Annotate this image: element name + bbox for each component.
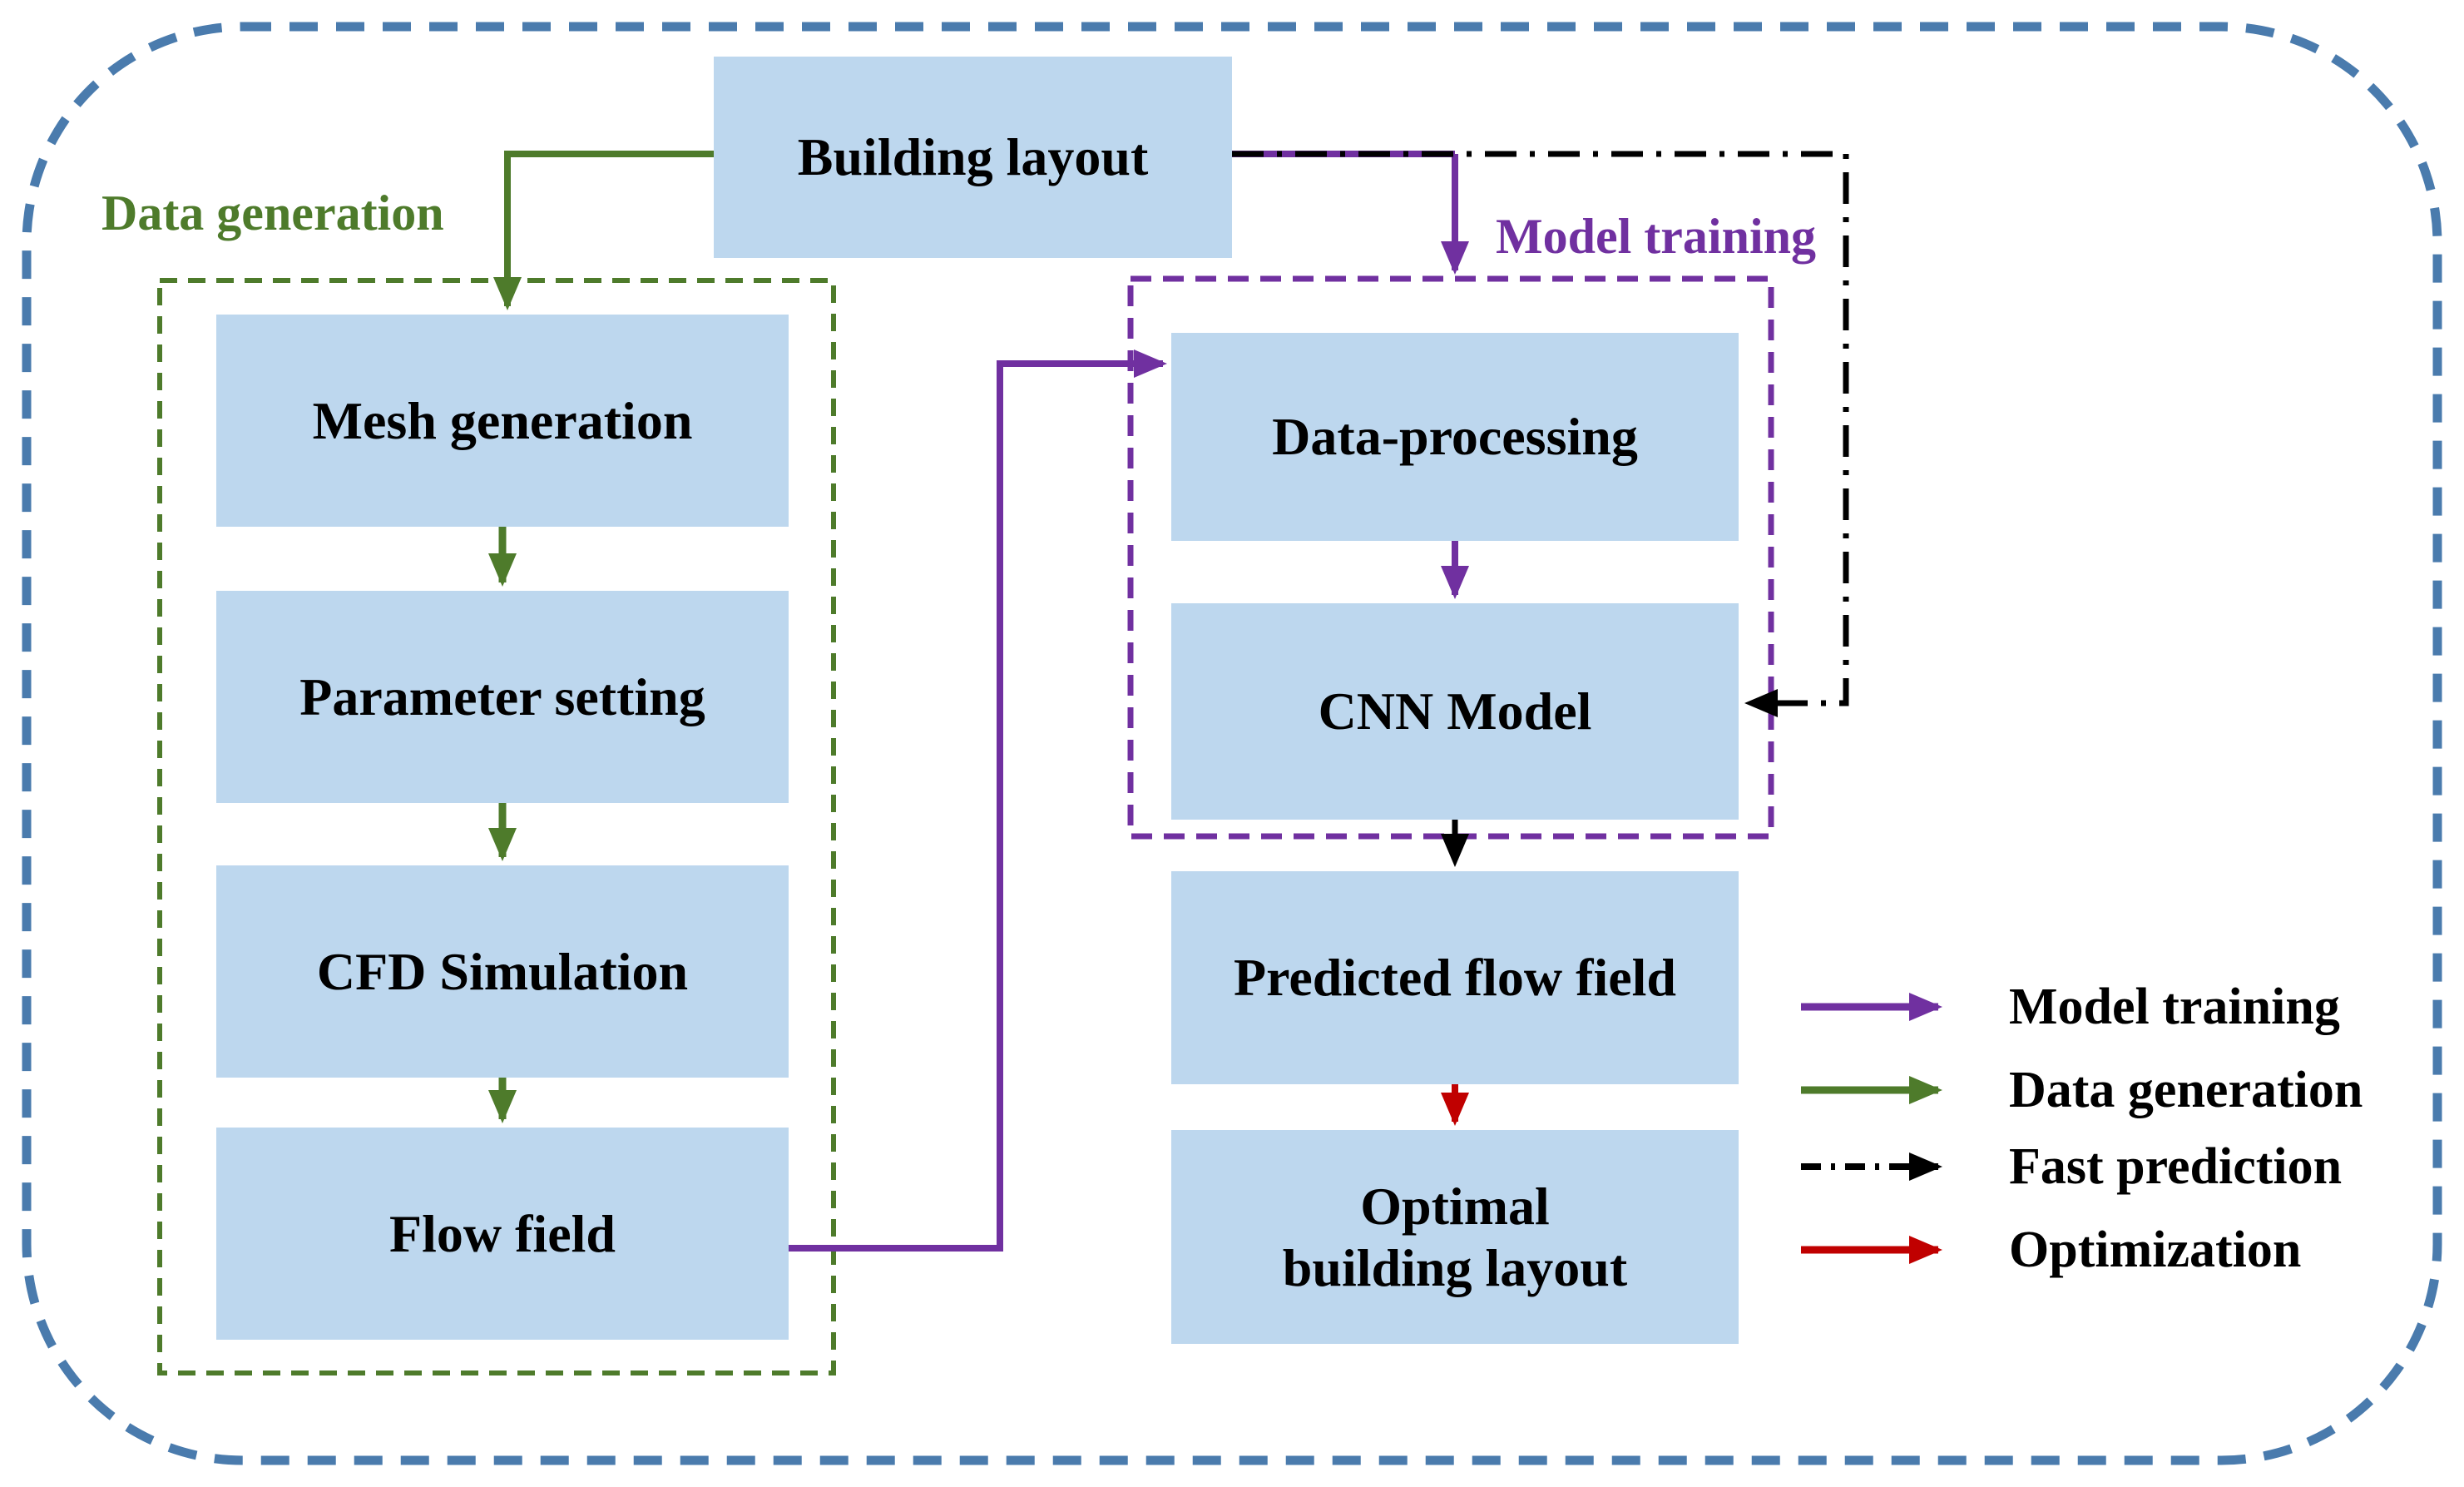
connector-flowfield-to-dataprocessing [789,349,1167,1252]
model-training-region-border [1127,275,1774,840]
node-optimal-building-layout: Optimal building layout [1171,1130,1739,1344]
legend-label-fast-prediction: Fast prediction [2009,1138,2343,1195]
data-generation-region-border [157,278,836,1375]
node-predicted-flow-field: Predicted flow field [1171,871,1739,1084]
outer-frame-border [22,22,2442,1465]
legend-label-optimization: Optimization [2009,1221,2302,1278]
node-mesh-generation: Mesh generation [216,315,789,527]
legend-label-model-training: Model training [2009,978,2340,1035]
legend-label-data-generation: Data generation [2009,1061,2363,1118]
node-cnn-model: CNN Model [1171,603,1739,820]
node-parameter-setting: Parameter setting [216,591,789,803]
section-label-model-training: Model training [1496,209,1816,264]
node-building-layout: Building layout [714,57,1232,258]
node-cfd-simulation: CFD Simulation [216,865,789,1078]
connector-buildinglayout-to-meshgeneration [493,151,714,310]
node-data-processing: Data-processing [1171,333,1739,541]
connector-buildinglayout-to-cnnmodel-fastprediction [1232,151,1849,717]
section-label-data-generation: Data generation [101,186,444,240]
node-flow-field: Flow field [216,1128,789,1340]
